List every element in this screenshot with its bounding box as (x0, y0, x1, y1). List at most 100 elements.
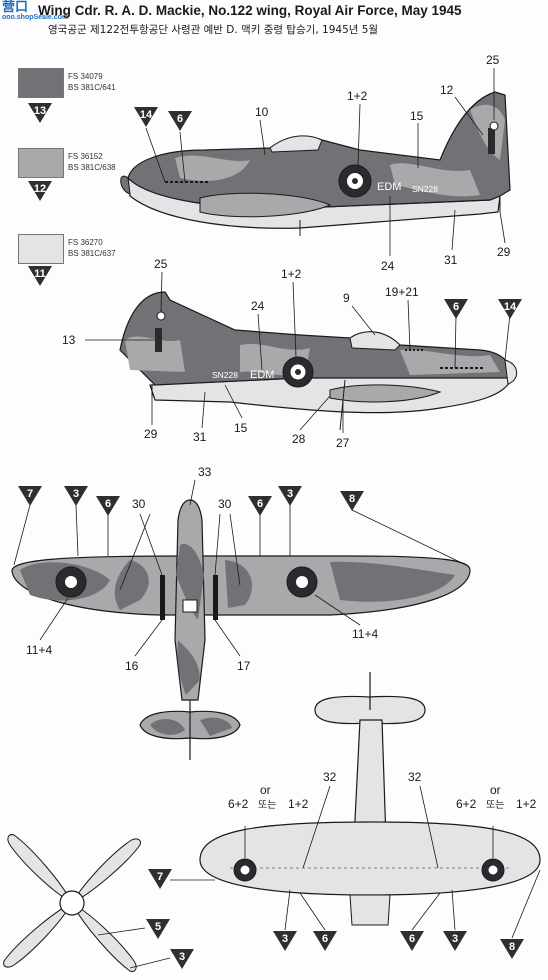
top-index-8: 8 (340, 491, 364, 511)
swatch-index-13: 13 (28, 103, 52, 123)
label-12: 12 (440, 83, 454, 97)
label-33: 33 (198, 465, 212, 479)
label-11-4-right: 11+4 (352, 627, 378, 641)
bottom-index-7: 7 (148, 869, 172, 889)
svg-text:14: 14 (504, 301, 517, 313)
label-1-2-port: 1+2 (281, 267, 302, 281)
swatch-dark-grey-bs: BS 381C/641 (68, 83, 116, 92)
label-30-right: 30 (218, 497, 232, 511)
swatch-light-grey-bs: BS 381C/637 (68, 249, 116, 258)
label-27: 27 (336, 436, 350, 450)
svg-text:6: 6 (453, 301, 459, 313)
swatch-medium-grey (18, 148, 64, 178)
svg-text:3: 3 (179, 951, 185, 963)
top-index-7: 7 (18, 486, 42, 506)
propeller-index-5: 5 (146, 919, 170, 939)
svg-text:13: 13 (34, 105, 46, 117)
label-1-2-bottom-right: 1+2 (516, 797, 537, 811)
label-25-port: 25 (154, 257, 168, 271)
top-index-3-left: 3 (64, 486, 88, 506)
label-6-2-left: 6+2 (228, 797, 249, 811)
label-ko-or-left: 또는 (258, 799, 276, 811)
guide-title: Wing Cdr. R. A. D. Mackie, No.122 wing, … (38, 3, 462, 18)
swatch-medium-grey-codes: FS 36152 BS 381C/638 (68, 151, 116, 173)
swatch-dark-grey-codes: FS 34079 BS 381C/641 (68, 71, 116, 93)
starboard-index-14: 14 (134, 107, 158, 127)
svg-text:3: 3 (452, 933, 458, 945)
svg-text:5: 5 (155, 921, 161, 933)
starboard-side-view: EDM SN228 10 1+2 25 12 15 24 31 29 (120, 53, 511, 273)
propeller-view: 5 3 (3, 834, 194, 972)
label-13: 13 (62, 333, 76, 347)
bottom-view: 32 32 or 6+2 또는 1+2 or 6+2 또는 1+2 7 3 6 (148, 672, 541, 959)
top-view: 33 30 30 11+4 11+4 16 17 7 3 6 6 (11, 465, 471, 760)
bottom-index-6-left: 6 (313, 931, 337, 951)
bottom-index-8: 8 (500, 939, 524, 959)
label-30-left: 30 (132, 497, 146, 511)
swatch-index-12: 12 (28, 181, 52, 201)
label-24-port: 24 (251, 299, 265, 313)
label-19-21: 19+21 (385, 285, 419, 299)
svg-text:8: 8 (349, 493, 355, 505)
swatch-dark-grey (18, 68, 64, 98)
swatch-light-grey-fs: FS 36270 (68, 238, 103, 247)
svg-text:6: 6 (322, 933, 328, 945)
label-17: 17 (237, 659, 251, 673)
label-6-2-right: 6+2 (456, 797, 477, 811)
guide-subtitle: 영국공군 제122전투항공단 사령관 예반 D. 맥키 중령 탑승기, 1945… (48, 24, 379, 36)
starboard-index-6: 6 (168, 111, 192, 131)
label-31-port: 31 (193, 430, 207, 444)
watermark-logo: 营口 ooo.shopSeale.com (2, 0, 68, 22)
bottom-index-6-right: 6 (400, 931, 424, 951)
svg-text:11: 11 (34, 268, 46, 280)
label-29-port: 29 (144, 427, 158, 441)
svg-text:6: 6 (177, 113, 183, 125)
svg-text:6: 6 (409, 933, 415, 945)
label-ko-or-right: 또는 (486, 799, 504, 811)
label-1-2-bottom-left: 1+2 (288, 797, 309, 811)
svg-text:3: 3 (73, 488, 79, 500)
label-11-4-left: 11+4 (26, 643, 52, 657)
label-or-left: or (260, 783, 271, 797)
label-29: 29 (497, 245, 511, 259)
svg-text:3: 3 (287, 488, 293, 500)
label-15-port: 15 (234, 421, 248, 435)
swatch-light-grey-codes: FS 36270 BS 381C/637 (68, 237, 116, 259)
starboard-code: EDM (377, 181, 401, 193)
label-31: 31 (444, 253, 458, 267)
label-32-right: 32 (408, 770, 422, 784)
swatch-medium-grey-fs: FS 36152 (68, 152, 103, 161)
top-index-6-left: 6 (96, 496, 120, 516)
svg-text:7: 7 (157, 871, 163, 883)
label-10: 10 (255, 105, 269, 119)
svg-text:3: 3 (282, 933, 288, 945)
port-code: EDM (250, 369, 274, 381)
label-28: 28 (292, 432, 306, 446)
svg-text:8: 8 (509, 941, 515, 953)
propeller-index-3: 3 (170, 949, 194, 969)
label-25: 25 (486, 53, 500, 67)
label-9: 9 (343, 291, 350, 305)
swatch-index-11: 11 (28, 266, 52, 286)
label-16: 16 (125, 659, 139, 673)
label-1-2: 1+2 (347, 89, 368, 103)
svg-text:7: 7 (27, 488, 33, 500)
svg-text:6: 6 (105, 498, 111, 510)
svg-text:12: 12 (34, 183, 46, 195)
label-or-right: or (490, 783, 501, 797)
top-index-6-right: 6 (248, 496, 272, 516)
label-32-left: 32 (323, 770, 337, 784)
swatch-light-grey (18, 234, 64, 264)
svg-text:6: 6 (257, 498, 263, 510)
watermark-text: 营口 (2, 0, 29, 14)
watermark-url: ooo.shopSeale.com (2, 14, 69, 21)
top-index-3-right: 3 (278, 486, 302, 506)
svg-text:14: 14 (140, 109, 153, 121)
port-index-6: 6 (444, 299, 468, 319)
port-serial: SN228 (212, 370, 238, 380)
label-24: 24 (381, 259, 395, 273)
swatch-dark-grey-fs: FS 34079 (68, 72, 103, 81)
bottom-index-3-right: 3 (443, 931, 467, 951)
